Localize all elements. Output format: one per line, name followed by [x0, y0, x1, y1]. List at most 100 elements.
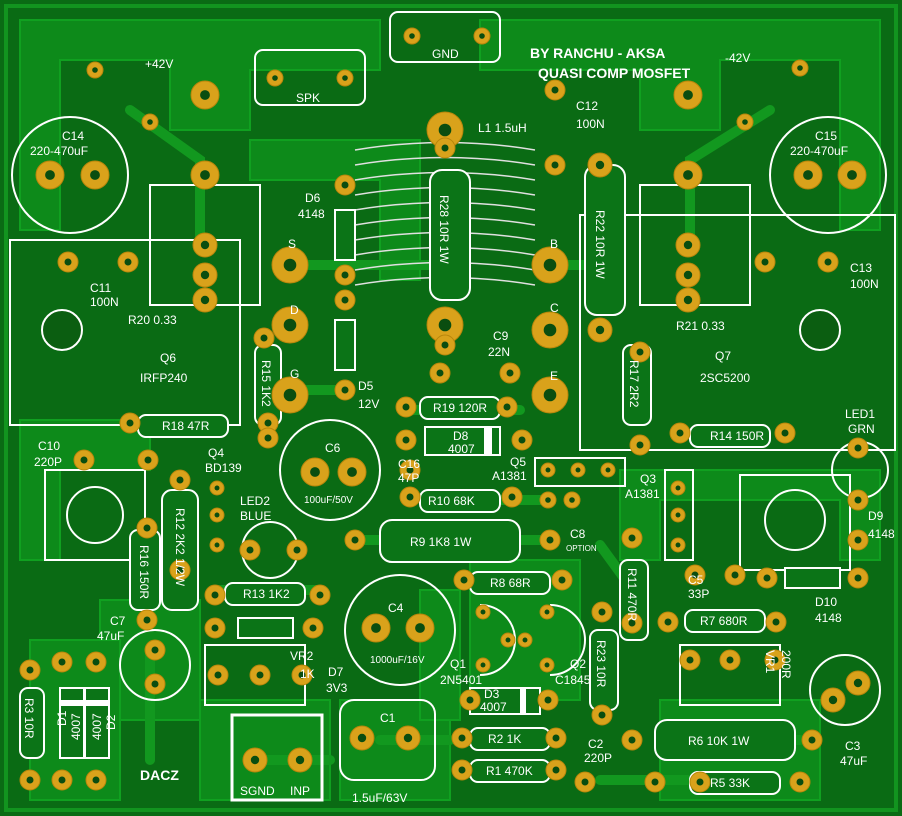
pad-hole — [853, 678, 863, 688]
pad-hole — [309, 624, 317, 632]
pad-hole — [176, 566, 184, 574]
pad-hole — [460, 576, 468, 584]
diode-bands — [60, 427, 526, 714]
led1-ref: LED1 — [845, 407, 875, 421]
pad-hole — [544, 662, 550, 668]
r21-ref: R21 0.33 — [676, 319, 725, 333]
c11-value: 100N — [90, 295, 119, 309]
q3-body — [664, 469, 694, 561]
pad-hole — [683, 170, 693, 180]
c9-ref: C9 — [493, 329, 509, 343]
pad-hole — [283, 388, 297, 402]
pad-hole — [341, 181, 349, 189]
pad-hole — [341, 271, 349, 279]
pad-hole — [298, 671, 306, 679]
pad-hole — [45, 170, 55, 180]
pad-hole — [58, 776, 66, 784]
r5-ref: R5 33K — [710, 776, 750, 790]
c1-ref: C1 — [380, 711, 396, 725]
c4-value: 1000uF/16V — [370, 655, 425, 666]
c16-ref: C16 — [398, 457, 420, 471]
pad-hole — [200, 295, 210, 305]
pad-hole — [402, 403, 410, 411]
d5-value: 12V — [358, 397, 379, 411]
pad-hole — [683, 270, 693, 280]
pad-hole — [214, 485, 220, 491]
pad-hole — [147, 119, 153, 125]
c3-value: 47uF — [840, 754, 867, 768]
q6-value: IRFP240 — [140, 371, 188, 385]
pin-b-label: B — [550, 237, 558, 251]
c11-ref: C11 — [90, 281, 111, 295]
vr1-value: 200R — [779, 650, 793, 679]
pad-hole — [436, 369, 444, 377]
pad-hole — [518, 436, 526, 444]
d7-value: 3V3 — [326, 681, 348, 695]
pin-s-label: S — [288, 237, 296, 251]
pad-hole — [595, 325, 605, 335]
pad-hole — [80, 456, 88, 464]
d7-ref: D7 — [328, 665, 344, 679]
pad-hole — [264, 419, 272, 427]
silkscreen-labels: BY RANCHU - AKSA QUASI COMP MOSFET DACZ … — [22, 45, 895, 805]
c1-capacitor — [339, 699, 436, 781]
pad-hole — [628, 736, 636, 744]
pad-hole — [200, 170, 210, 180]
q7-mount-hole — [799, 309, 841, 351]
pad-hole — [771, 656, 779, 664]
vr1-body — [679, 644, 781, 706]
r22-ref: R22 10R 1W — [593, 210, 607, 279]
pad-hole — [26, 666, 34, 674]
pad-hole — [466, 696, 474, 704]
d9-ref: D9 — [868, 509, 884, 523]
pad-hole — [551, 86, 559, 94]
r28-ref: R28 10R 1W — [437, 195, 451, 264]
pad-hole — [211, 591, 219, 599]
pad-hole — [458, 734, 466, 742]
c14-capacitor — [11, 116, 129, 234]
pad-hole — [824, 258, 832, 266]
pad-hole — [683, 295, 693, 305]
pad-hole — [503, 403, 511, 411]
pad-hole — [605, 467, 611, 473]
pad-hole — [92, 658, 100, 666]
trimmer-left — [44, 469, 146, 561]
c13-value: 100N — [850, 277, 879, 291]
pad-hole — [854, 574, 862, 582]
r15-ref: R15 1K2 — [259, 360, 273, 407]
pad-hole — [581, 778, 589, 786]
c7-ref: C7 — [110, 614, 126, 628]
vminus-label: -42V — [725, 51, 750, 65]
pad-hole — [636, 348, 644, 356]
d3-ref: D3 — [484, 687, 500, 701]
pad-hole — [438, 318, 452, 332]
pin-e-label: E — [550, 369, 558, 383]
pad-hole — [264, 434, 272, 442]
q7-value: 2SC5200 — [700, 371, 750, 385]
pad-hole — [828, 695, 838, 705]
c10-value: 220P — [34, 455, 62, 469]
pad-hole — [546, 536, 554, 544]
r11-ref: R11 470R — [625, 568, 639, 621]
board-subtitle: QUASI COMP MOSFET — [538, 65, 691, 81]
pad-hole — [126, 419, 134, 427]
c6-value: 100uF/50V — [304, 495, 353, 506]
d10-value: 4148 — [815, 611, 842, 625]
d1-ref: D1 — [55, 710, 69, 726]
led2-value: BLUE — [240, 509, 271, 523]
pad-hole — [803, 170, 813, 180]
c2-ref: C2 — [588, 737, 604, 751]
pad-hole — [569, 497, 575, 503]
c7-value: 47uF — [97, 629, 124, 643]
q5-value: A1381 — [492, 469, 527, 483]
d5-ref: D5 — [358, 379, 374, 393]
gnd-connector — [389, 11, 501, 63]
pad-hole — [522, 637, 528, 643]
diode-bodies — [59, 209, 841, 759]
pad-hole — [295, 755, 305, 765]
pad-hole — [543, 323, 557, 337]
pad-hole — [250, 755, 260, 765]
pad-hole — [246, 546, 254, 554]
d9-value: 4148 — [868, 527, 895, 541]
pad-hole — [781, 429, 789, 437]
